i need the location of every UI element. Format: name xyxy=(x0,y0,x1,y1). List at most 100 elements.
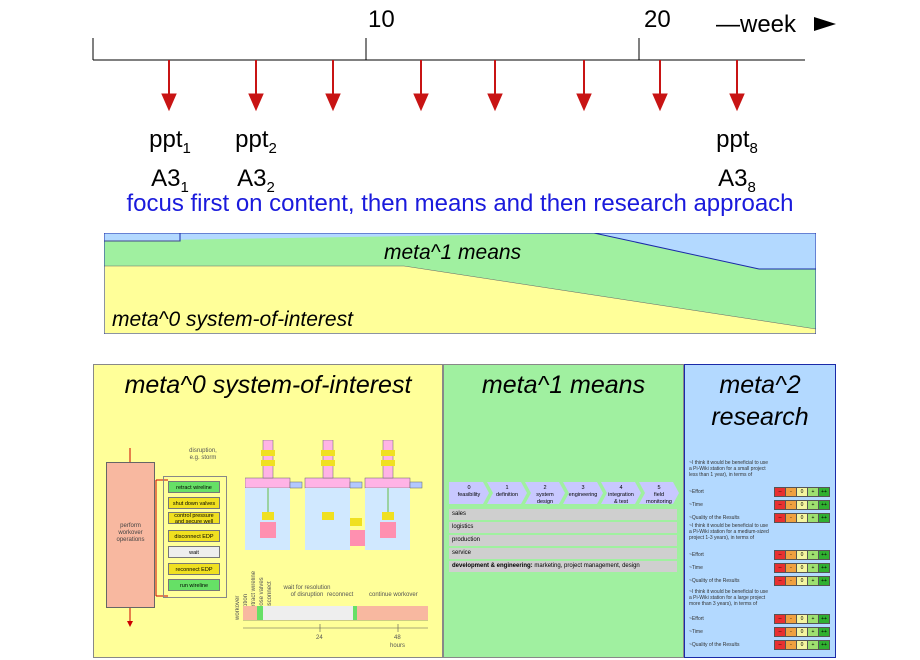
band-shapes xyxy=(104,233,816,334)
likert-option: 0 xyxy=(797,577,808,585)
rig-sketches xyxy=(245,440,423,550)
likert-option: -- xyxy=(775,641,786,649)
likert-option: 0 xyxy=(797,551,808,559)
likert-scale: ---0+++ xyxy=(774,627,830,637)
likert-option: -- xyxy=(775,551,786,559)
likert-option: - xyxy=(786,577,797,585)
bar-production: production xyxy=(449,535,677,546)
step-disconnect-edp: disconnect EDP xyxy=(168,530,220,542)
tl-48: 48 xyxy=(394,635,401,641)
step-retract-wireline: retract wireline xyxy=(168,481,220,493)
operations-arrows xyxy=(127,448,168,627)
likert-option: - xyxy=(786,641,797,649)
ppt-1-label: ppt1 A31 xyxy=(149,126,191,196)
likert-option: -- xyxy=(775,615,786,623)
eval-item-1-quality: ~Quality of the Results xyxy=(689,515,740,521)
likert-option: ++ xyxy=(819,577,829,585)
tl-continue: continue workover xyxy=(369,592,418,598)
likert-scale: ---0+++ xyxy=(774,614,830,624)
likert-option: 0 xyxy=(797,514,808,522)
disruption-label: disruption, e.g. storm xyxy=(189,448,217,461)
eval-item-1-time: ~Time xyxy=(689,502,703,508)
bar-logistics: logistics xyxy=(449,522,677,533)
ppt-8-label: ppt8 A38 xyxy=(716,126,758,196)
likert-scale: ---0+++ xyxy=(774,513,830,523)
timeline-axis xyxy=(92,17,836,112)
step-shut-down-valves: shut down valves xyxy=(168,497,220,509)
likert-scale: ---0+++ xyxy=(774,576,830,586)
focus-statement: focus first on content, then means and t… xyxy=(126,190,794,217)
step-reconnect-edp: reconnect EDP xyxy=(168,563,220,575)
likert-option: 0 xyxy=(797,628,808,636)
panel-research: meta^2 research xyxy=(684,364,836,658)
panel-means-title: meta^1 means xyxy=(481,371,646,399)
likert-option: + xyxy=(808,501,819,509)
likert-scale: ---0+++ xyxy=(774,487,830,497)
likert-option: 0 xyxy=(797,488,808,496)
likert-option: ++ xyxy=(819,628,829,636)
likert-scale: ---0+++ xyxy=(774,640,830,650)
bar-development: development & engineering: marketing, pr… xyxy=(449,561,677,572)
focus-band-diagram: meta^1 means meta^0 system-of-interest xyxy=(104,233,816,334)
eval-item-2-time: ~Time xyxy=(689,565,703,571)
likert-option: + xyxy=(808,488,819,496)
likert-option: - xyxy=(786,564,797,572)
likert-option: + xyxy=(808,564,819,572)
likert-option: 0 xyxy=(797,564,808,572)
likert-option: ++ xyxy=(819,501,829,509)
band-means-label: meta^1 means xyxy=(384,241,522,264)
band-system-label: meta^0 system-of-interest xyxy=(112,308,353,331)
likert-option: ++ xyxy=(819,641,829,649)
likert-option: -- xyxy=(775,564,786,572)
likert-option: 0 xyxy=(797,615,808,623)
likert-option: ++ xyxy=(819,514,829,522)
likert-option: ++ xyxy=(819,615,829,623)
tick-20: 20 xyxy=(644,6,671,33)
likert-option: -- xyxy=(775,514,786,522)
ppt-2-label: ppt2 A32 xyxy=(235,126,277,196)
likert-option: - xyxy=(786,628,797,636)
likert-option: + xyxy=(808,551,819,559)
likert-scale: ---0+++ xyxy=(774,563,830,573)
likert-scale: ---0+++ xyxy=(774,500,830,510)
eval-question-3: ~I think it would be beneficial to use a… xyxy=(689,589,769,607)
steps-container xyxy=(163,476,227,598)
tl-reconnect: reconnect xyxy=(327,592,354,598)
likert-option: - xyxy=(786,551,797,559)
eval-item-2-quality: ~Quality of the Results xyxy=(689,578,740,584)
likert-scale: ---0+++ xyxy=(774,550,830,560)
likert-option: ++ xyxy=(819,488,829,496)
step-control-pressure: control pressure and secure well xyxy=(168,512,220,525)
likert-option: 0 xyxy=(797,501,808,509)
eval-item-1-effort: ~Effort xyxy=(689,489,704,495)
likert-option: + xyxy=(808,628,819,636)
likert-option: + xyxy=(808,615,819,623)
likert-option: -- xyxy=(775,577,786,585)
operations-label: perform workover operations xyxy=(116,523,145,543)
workover-timeline-bar xyxy=(243,606,428,632)
likert-option: - xyxy=(786,615,797,623)
step-run-wireline: run wireline xyxy=(168,579,220,591)
likert-option: ++ xyxy=(819,551,829,559)
eval-item-3-quality: ~Quality of the Results xyxy=(689,642,740,648)
week-label: —week xyxy=(716,11,797,38)
step-wait: wait xyxy=(168,546,220,558)
eval-item-3-time: ~Time xyxy=(689,629,703,635)
eval-item-2-effort: ~Effort xyxy=(689,552,704,558)
likert-option: - xyxy=(786,501,797,509)
likert-option: -- xyxy=(775,628,786,636)
panel-research-title-2: research xyxy=(711,403,809,431)
likert-option: - xyxy=(786,514,797,522)
bar-sales: sales xyxy=(449,509,677,520)
tick-10: 10 xyxy=(368,6,395,33)
eval-question-2: ~I think it would be beneficial to use a… xyxy=(689,523,769,541)
tl-hours: hours xyxy=(390,643,406,649)
panel-system-title: meta^0 system-of-interest xyxy=(124,371,412,399)
likert-option: 0 xyxy=(797,641,808,649)
perform-workover-box: perform workover operations xyxy=(106,462,155,608)
